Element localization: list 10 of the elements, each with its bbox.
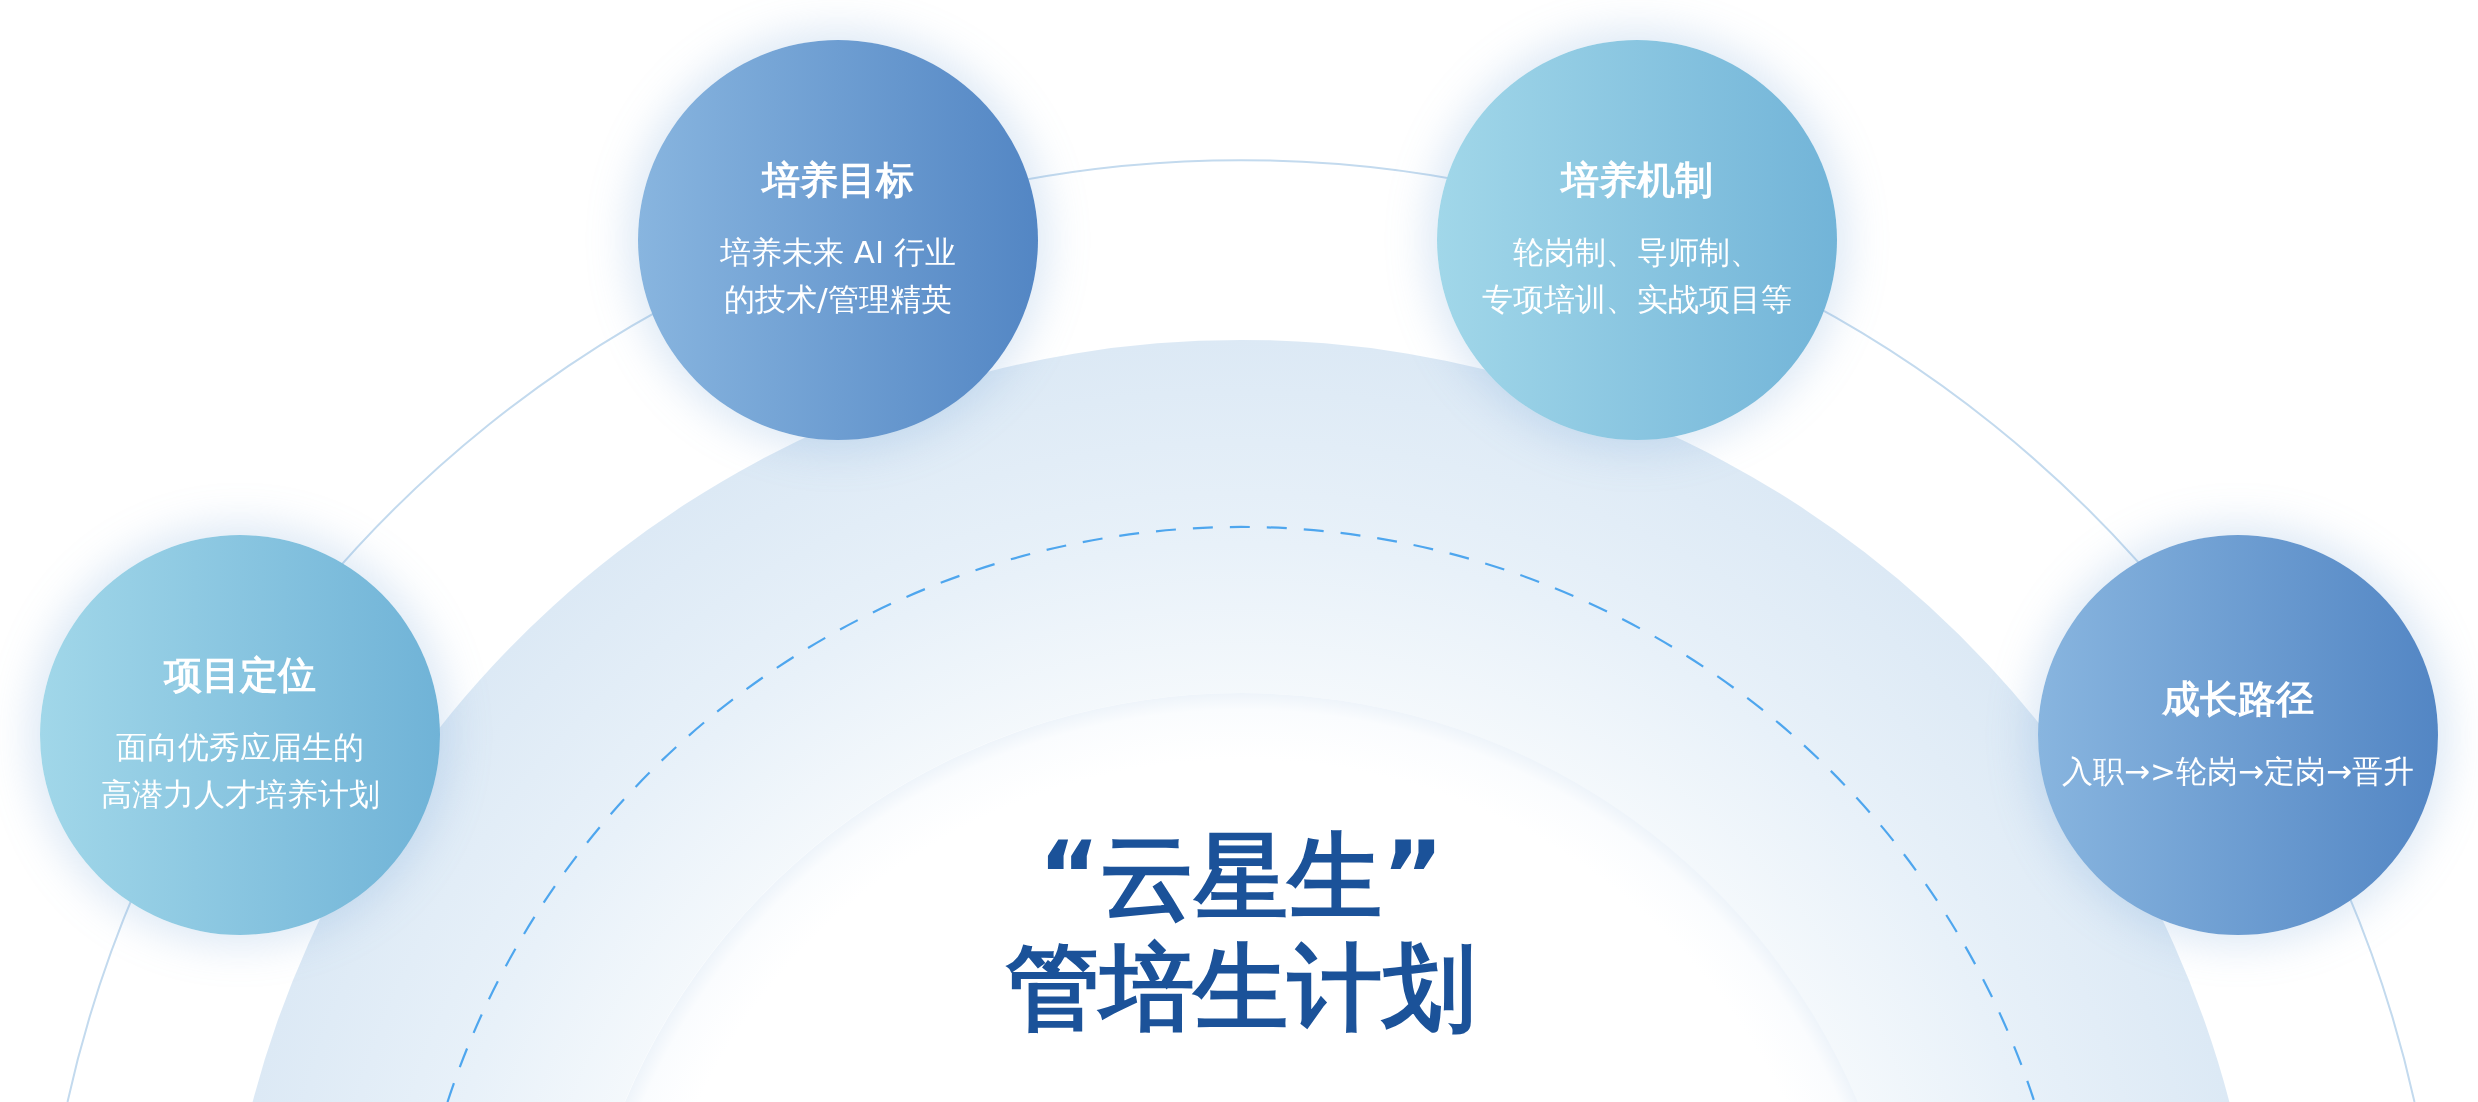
circle-text: 轮岗制、导师制、专项培训、实战项目等	[1481, 233, 1793, 319]
program-name: “云星生”	[1038, 821, 1444, 932]
circle-heading: 成长路径	[2162, 675, 2314, 722]
circle-heading: 培养目标	[762, 157, 914, 203]
circle-text: 入职→>轮岗→定岗→晋升	[2062, 751, 2414, 791]
circle-heading: 培养机制	[1561, 157, 1713, 203]
program-title: 管培生计划	[1006, 932, 1476, 1043]
circle-heading: 项目定位	[164, 652, 316, 698]
circle-text: 面向优秀应届生的高潜力人才培养计划	[99, 728, 381, 814]
circle-text: 培养未来 AI 行业的技术/管理精英	[718, 233, 958, 319]
